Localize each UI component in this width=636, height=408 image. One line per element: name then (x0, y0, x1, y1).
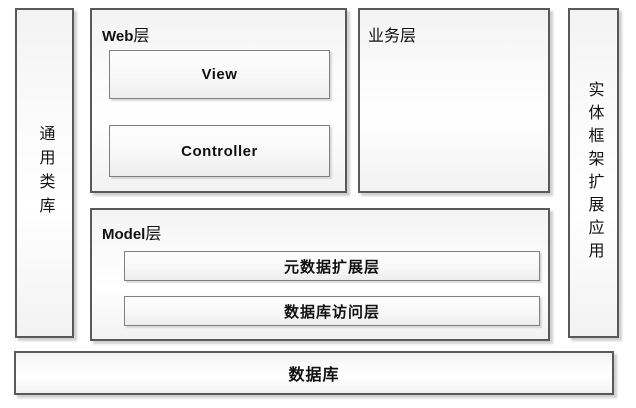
metadata-extension-layer-box: 元数据扩展层 (124, 251, 540, 281)
web-layer-box: Web层 View Controller (90, 8, 347, 193)
model-layer-title: Model层 (102, 220, 161, 244)
controller-component-box: Controller (109, 125, 330, 177)
entity-framework-panel: 实体框架扩展应用 (568, 8, 619, 338)
database-access-layer-box: 数据库访问层 (124, 296, 540, 326)
view-component-label: View (201, 66, 238, 83)
web-layer-title-en: Web (102, 28, 134, 45)
web-layer-title: Web层 (102, 22, 149, 46)
model-layer-box: Model层 元数据扩展层 数据库访问层 (90, 208, 550, 341)
model-layer-title-en: Model (102, 226, 146, 243)
database-access-layer-label: 数据库访问层 (283, 304, 380, 321)
common-library-panel: 通用类库 (15, 8, 74, 338)
database-box: 数据库 (14, 351, 614, 395)
business-layer-box: 业务层 (358, 8, 550, 193)
common-library-label: 通用类库 (36, 125, 54, 221)
business-layer-title: 业务层 (368, 28, 417, 45)
web-layer-title-zh: 层 (133, 28, 150, 45)
view-component-box: View (109, 50, 330, 99)
model-layer-title-zh: 层 (145, 226, 162, 243)
controller-component-label: Controller (181, 142, 258, 160)
entity-framework-label: 实体框架扩展应用 (585, 81, 603, 265)
metadata-extension-layer-label: 元数据扩展层 (283, 259, 380, 276)
database-label: 数据库 (288, 367, 340, 384)
